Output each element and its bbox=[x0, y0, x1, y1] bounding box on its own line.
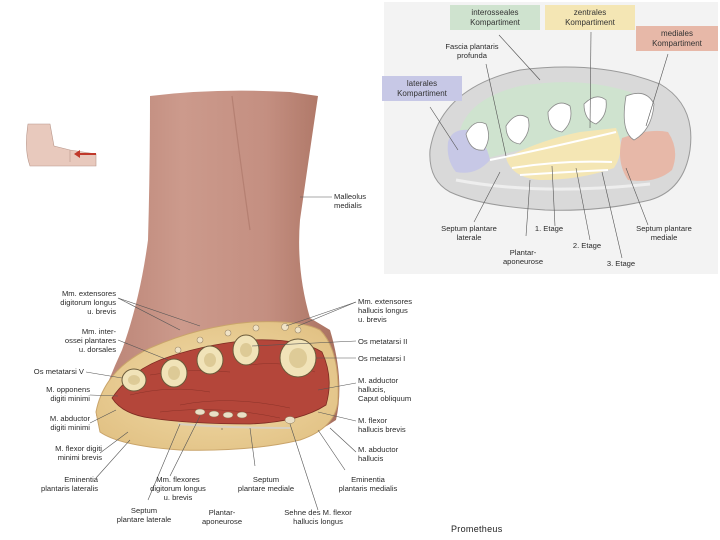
box-laterales: laterales Kompartiment bbox=[382, 76, 462, 102]
label-eminentia-med: Eminentia plantaris medialis bbox=[338, 475, 398, 494]
label-os-met-v: Os metatarsi V bbox=[33, 367, 84, 376]
compartment-bones bbox=[465, 92, 655, 151]
compartment-zentrales bbox=[506, 128, 621, 180]
label-septum-lat: Septum plantare laterale bbox=[116, 506, 172, 525]
label-adductor: M. adductor hallucis, Caput obliquum bbox=[358, 376, 412, 404]
label-extensores-digitorum: Mm. extensores digitorum longus u. brevi… bbox=[60, 289, 116, 317]
label-fascia: Fascia plantaris profunda bbox=[445, 42, 499, 61]
label-interossei: Mm. inter- ossei plantares u. dorsales bbox=[64, 327, 116, 355]
label-flexor-dm: M. flexor digiti minimi brevis bbox=[55, 444, 102, 463]
label-etage1: 1. Etage bbox=[534, 224, 564, 233]
watermark: Prometheus bbox=[451, 524, 503, 534]
label-flexores-dig: Mm. flexores digitorum longus u. brevis bbox=[150, 475, 206, 503]
label-os-met-ii: Os metatarsi II bbox=[358, 337, 408, 346]
label-malleolus: Malleolus medialis bbox=[334, 192, 367, 211]
label-os-met-i: Os metatarsi I bbox=[358, 354, 406, 363]
compartment-mediales bbox=[620, 130, 676, 181]
label-abductor-dm: M. abductor digiti minimi bbox=[49, 414, 90, 433]
label-diag-septum-lat: Septum plantare laterale bbox=[441, 224, 497, 243]
section-muscle bbox=[111, 339, 330, 425]
label-flexor-hb: M. flexor hallucis brevis bbox=[358, 416, 406, 435]
label-eminentia-lat: Eminentia plantaris lateralis bbox=[41, 475, 98, 494]
foot-cross-section bbox=[95, 321, 339, 451]
label-septum-med: Septum plantare mediale bbox=[237, 475, 295, 494]
label-abductor-h: M. abductor hallucis bbox=[358, 445, 399, 464]
label-extensores-hallucis: Mm. extensores hallucis longus u. brevis bbox=[358, 297, 413, 325]
box-zentrales: zentrales Kompartiment bbox=[545, 5, 635, 31]
box-interosseales: interosseales Kompartiment bbox=[450, 5, 540, 31]
label-opponens: M. opponens digiti minimi bbox=[46, 385, 90, 404]
label-etage3: 3. Etage bbox=[606, 259, 636, 268]
box-mediales: mediales Kompartiment bbox=[636, 26, 718, 52]
label-diag-septum-med: Septum plantare mediale bbox=[636, 224, 692, 243]
label-etage2: 2. Etage bbox=[572, 241, 602, 250]
label-plantaraponeurose: Plantar- aponeurose bbox=[201, 508, 243, 527]
label-sehne: Sehne des M. flexor hallucis longus bbox=[284, 508, 352, 527]
orientation-thumbnail bbox=[26, 123, 97, 167]
label-aponeurose: Plantar- aponeurose bbox=[502, 248, 544, 267]
